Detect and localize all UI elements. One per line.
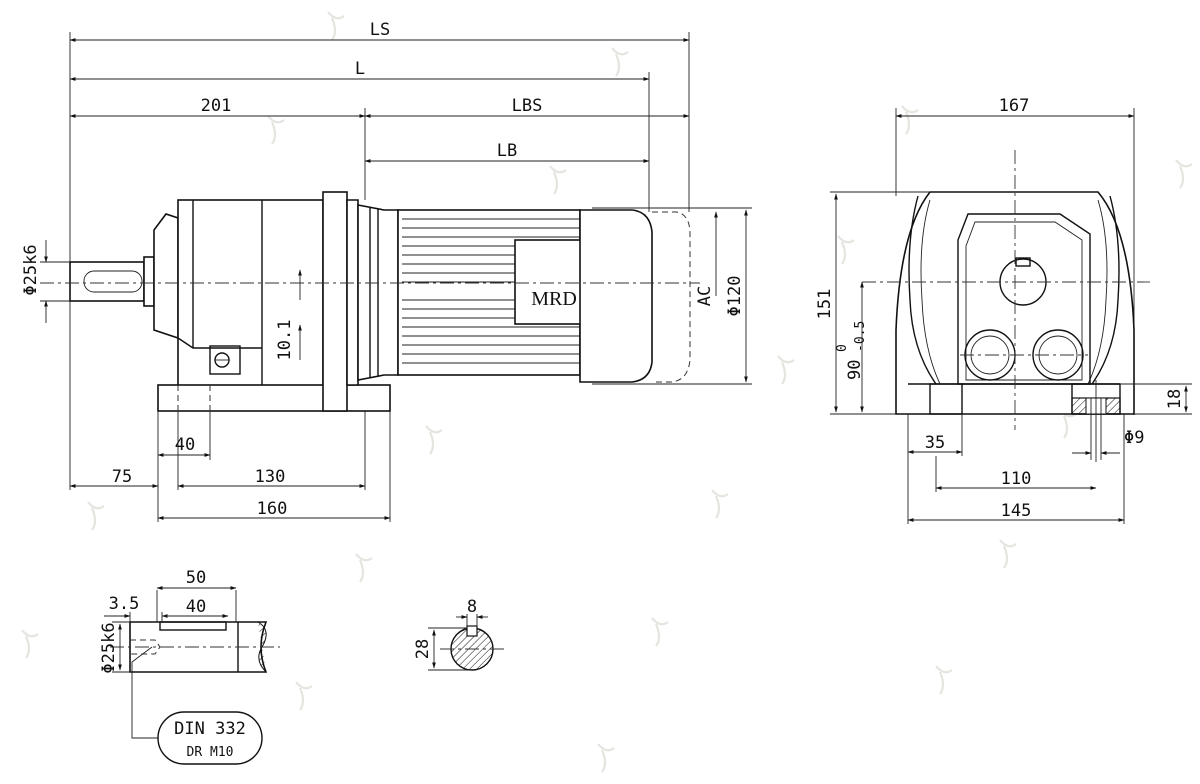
dim-lb-label: LB: [497, 141, 517, 161]
side-view: LS L 201 LBS LB: [21, 20, 752, 522]
dim-lbs-label: LBS: [512, 96, 543, 116]
dim-201-label: 201: [201, 96, 232, 116]
dim-75-label: 75: [112, 467, 132, 487]
callout-line-2: DR M10: [187, 745, 234, 760]
gear-housing-body: [177, 199, 324, 411]
dim-side-shaft-dia-label: Φ25k6: [21, 244, 41, 295]
dim-90-label: 90: [845, 360, 865, 380]
dimension-201: 201: [69, 96, 366, 118]
dimension-160: 160: [157, 411, 391, 522]
key-slot: [466, 625, 478, 637]
motor-body: MRD Φ120 AC: [357, 204, 752, 385]
dim-ls-label: LS: [370, 20, 390, 40]
detail-dim-40-label: 40: [186, 597, 206, 617]
output-shaft: [69, 261, 145, 302]
dim-130-label: 130: [255, 467, 286, 487]
dimension-lbs: LBS: [364, 96, 690, 118]
dim-l-label: L: [355, 59, 365, 79]
dim-160-label: 160: [257, 499, 288, 519]
dim-18-label: 18: [1165, 389, 1185, 409]
dimension-lb: LB: [364, 141, 650, 163]
dim-90-tol-upper: 0: [835, 344, 850, 352]
dimension-75: 75: [69, 467, 159, 488]
detail-dim-50-label: 50: [186, 568, 206, 588]
dim-90-tol-lower: -0.5: [853, 321, 868, 352]
shaft-detail: 50 40 3.5 Φ25k6 DIN 332 DR M10: [99, 568, 280, 765]
dim-motor-dia-label: Φ120: [725, 276, 745, 317]
dimension-130: 130: [177, 467, 366, 488]
section-dim-28-label: 28: [413, 639, 433, 659]
detail-dim-3-5-label: 3.5: [109, 594, 140, 614]
dim-hole-label: Φ9: [1124, 428, 1144, 448]
cooling-fins: [397, 209, 581, 376]
section-dim-8-label: 8: [467, 597, 477, 617]
lower-bore-right: [1032, 329, 1084, 381]
dim-110-label: 110: [1001, 469, 1032, 489]
fin-lines: [402, 218, 580, 364]
brand-label: MRD: [531, 288, 577, 310]
dimension-ls: LS: [69, 20, 690, 42]
end-view: 167 151: [815, 96, 1192, 524]
gear-housing: 10.1: [69, 191, 391, 412]
fan-cover: [579, 209, 653, 383]
dim-40-label: 40: [175, 435, 195, 455]
adapter-flange: [322, 191, 348, 412]
dim-35-label: 35: [925, 433, 945, 453]
mounting-foot: [157, 384, 391, 412]
dim-offset-label: 10.1: [275, 320, 295, 361]
detail-shaft-dia-label: Φ25k6: [99, 622, 119, 673]
dim-167-label: 167: [999, 96, 1030, 116]
dim-145-label: 145: [1001, 501, 1032, 521]
extension-lines: [69, 32, 690, 490]
dimension-40-side: 40: [157, 411, 211, 522]
shaft-keyway: [83, 270, 143, 293]
dimension-shaft-dia: Φ25k6: [21, 240, 70, 323]
dimension-l: L: [69, 59, 650, 81]
dim-151-label: 151: [815, 289, 835, 320]
callout-line-1: DIN 332: [174, 719, 246, 739]
dim-ac-label: AC: [695, 286, 715, 306]
key-section-view: 8 28: [413, 597, 504, 671]
center-hole-callout: [157, 711, 263, 765]
